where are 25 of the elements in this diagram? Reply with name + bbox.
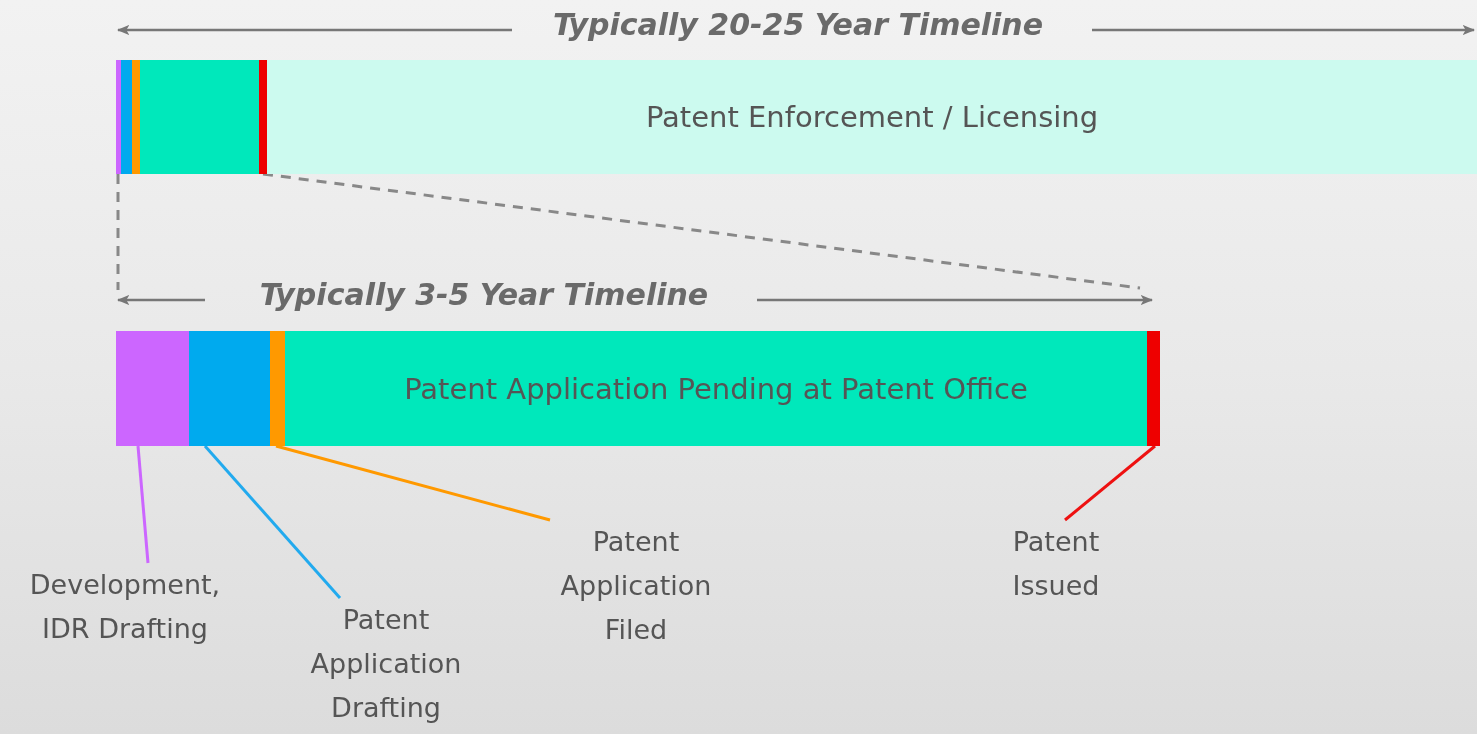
timeline-label: Typically 3-5 Year Timeline <box>259 277 709 312</box>
timeline-segment <box>116 331 189 446</box>
timeline-label: Typically 20-25 Year Timeline <box>552 7 1044 42</box>
phase-label: Patent Application Drafting <box>270 598 502 732</box>
timeline-segment <box>189 331 270 446</box>
phase-bar <box>267 60 1477 174</box>
phase-label: Patent Issued <box>975 520 1137 610</box>
phase-label: Patent Application Filed <box>546 520 726 654</box>
timeline-segment <box>270 331 285 446</box>
phase-bar <box>285 331 1147 446</box>
phase-text: Patent Application Pending at Patent Office <box>404 371 1028 406</box>
timeline-segment <box>121 60 132 174</box>
phase-text: Patent Enforcement / Licensing <box>645 100 1099 134</box>
dashed-zoom-line <box>262 172 1141 290</box>
leader-line <box>136 445 150 564</box>
dashed-zoom-line <box>116 174 120 290</box>
leader-line <box>1064 444 1156 522</box>
timeline-segment <box>259 60 267 174</box>
timeline-segment <box>116 60 121 174</box>
timeline-segment <box>140 60 259 174</box>
leader-line <box>275 444 551 522</box>
timeline-segment <box>1147 331 1160 446</box>
leader-line <box>203 445 342 599</box>
timeline-segment <box>132 60 140 174</box>
phase-label: Development, IDR Drafting <box>5 563 245 653</box>
